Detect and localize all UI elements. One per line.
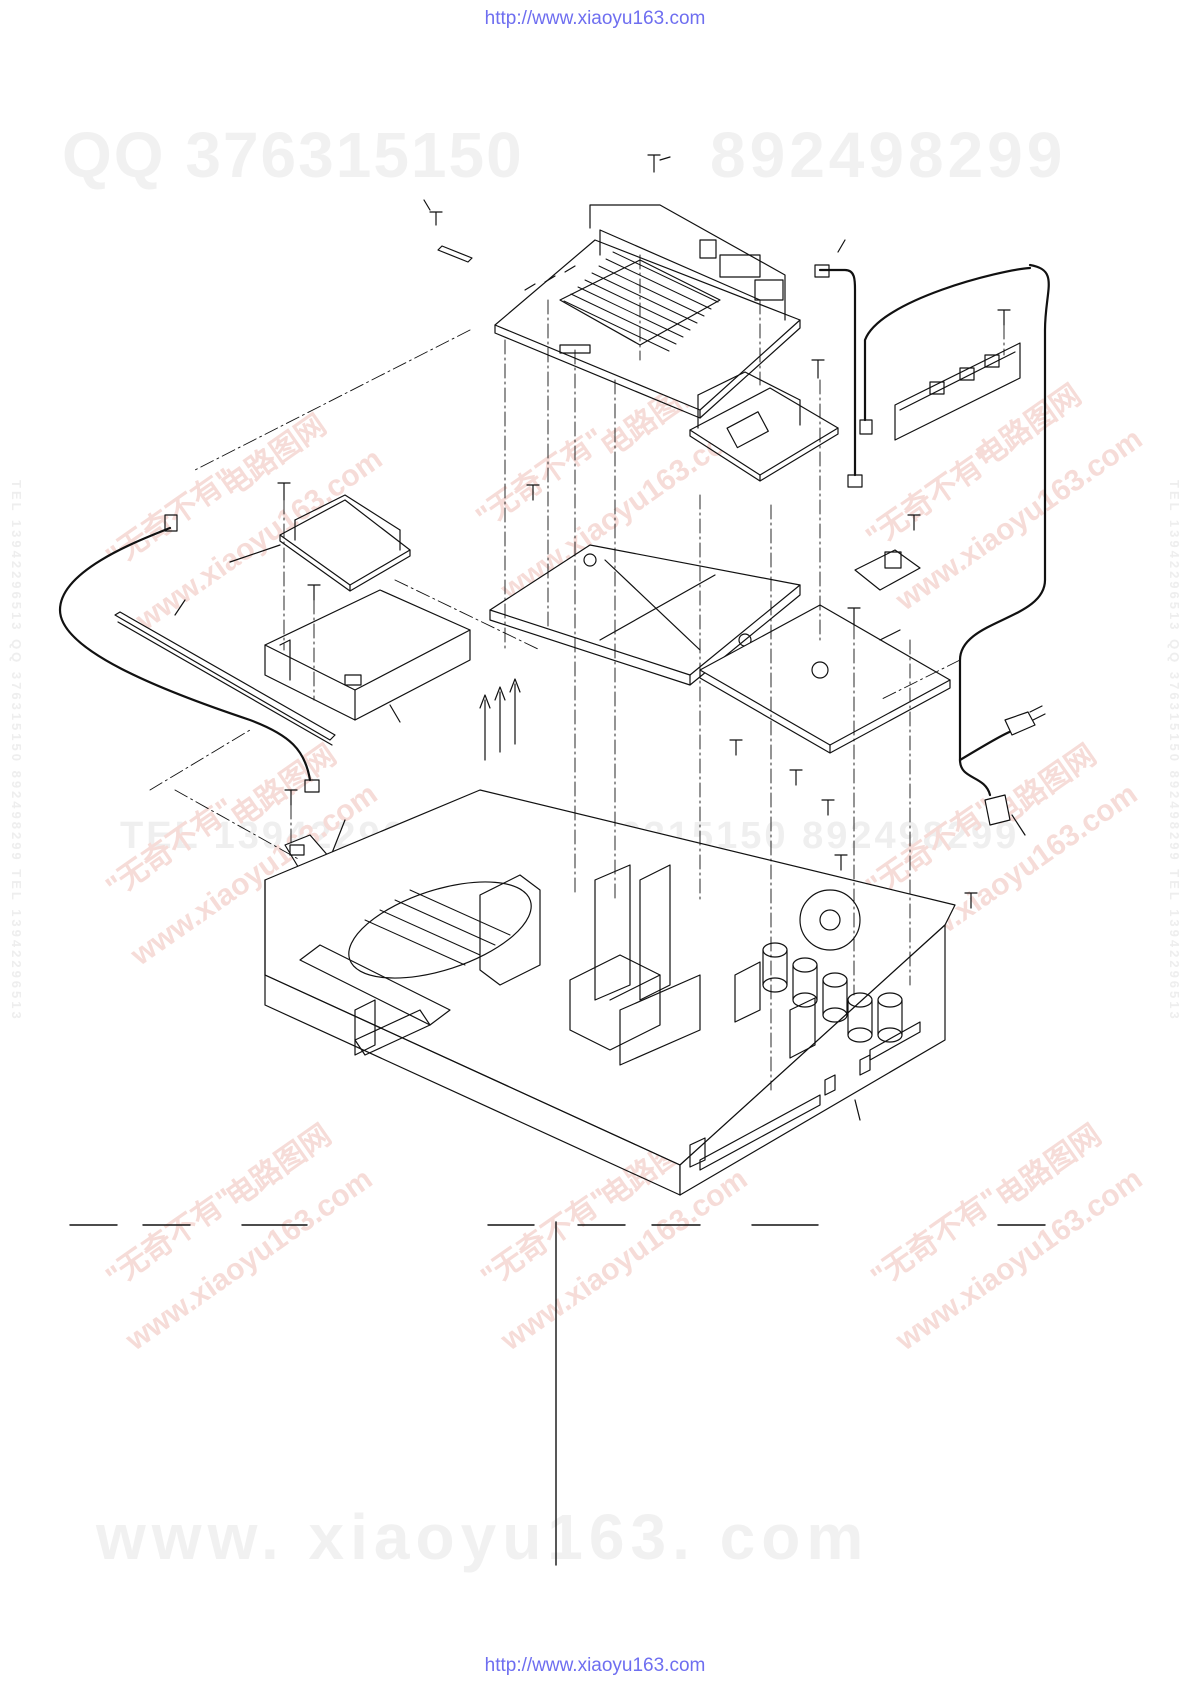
screw-top bbox=[647, 154, 671, 173]
jack-board-right bbox=[854, 549, 921, 591]
watermark-qq: QQ 376315150 bbox=[62, 119, 524, 191]
screw-chassis-2 bbox=[789, 769, 803, 786]
main-chassis bbox=[264, 789, 956, 1196]
board-small-mid bbox=[689, 371, 839, 482]
capacitors bbox=[762, 942, 903, 1043]
screw-right-mid bbox=[847, 607, 861, 626]
screw-mid-right bbox=[811, 359, 825, 379]
header-url[interactable]: http://www.xiaoyu163.com bbox=[484, 8, 706, 29]
watermark-www: www. xiaoyu163. com bbox=[96, 1501, 870, 1573]
bracket-small bbox=[437, 245, 473, 263]
cable-left-flat bbox=[58, 514, 320, 793]
board-left bbox=[229, 494, 411, 592]
rail-left bbox=[114, 599, 336, 746]
screw-chassis-3 bbox=[821, 799, 835, 816]
screw-chassis-5 bbox=[964, 892, 978, 909]
screw-top-left bbox=[423, 199, 443, 226]
power-cord bbox=[958, 705, 1046, 836]
screw-center bbox=[526, 484, 540, 501]
screw-right-top bbox=[997, 309, 1011, 326]
arrows-up bbox=[479, 678, 521, 761]
guide-lines bbox=[149, 254, 1005, 1091]
watermark-number: 892498299 bbox=[710, 119, 1067, 191]
cable-right bbox=[859, 263, 1050, 797]
main-board-top bbox=[494, 204, 801, 419]
screw-left-1 bbox=[277, 482, 291, 501]
screw-chassis-4 bbox=[834, 854, 848, 871]
screw-jack-right bbox=[907, 514, 921, 531]
connector-board-right bbox=[894, 342, 1021, 441]
chassis-plate-right bbox=[699, 604, 951, 754]
screw-chassis-1 bbox=[729, 739, 743, 756]
parts-table-rules bbox=[69, 1221, 1046, 1566]
footer-url[interactable]: http://www.xiaoyu163.com bbox=[484, 1655, 706, 1676]
screw-left-2 bbox=[307, 584, 321, 601]
screw-jack-left bbox=[284, 789, 298, 806]
shield-case-left bbox=[264, 589, 471, 723]
cable-center bbox=[814, 239, 863, 488]
